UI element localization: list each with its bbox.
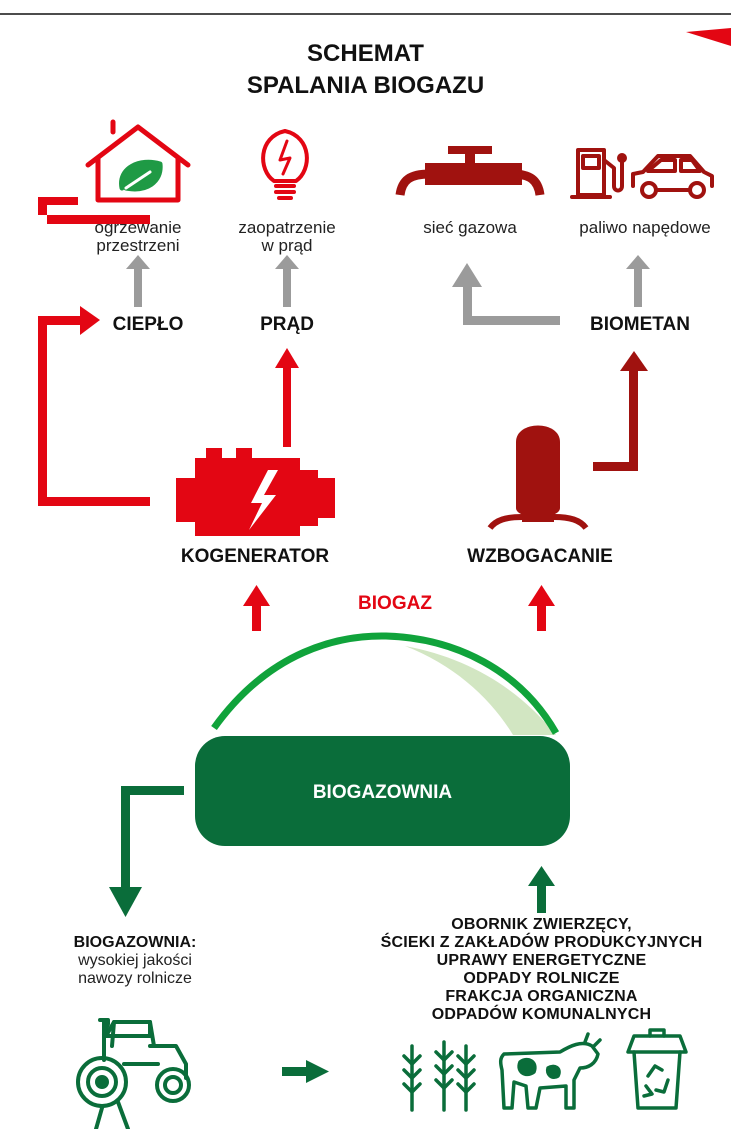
output-block: BIOGAZOWNIA: wysokiej jakości nawozy rol… bbox=[40, 934, 230, 988]
wheat-icon bbox=[402, 1040, 476, 1112]
label-upgrading: WZBOGACANIE bbox=[467, 546, 613, 567]
output-line-1: wysokiej jakości bbox=[78, 952, 192, 969]
recycle-bin-icon bbox=[626, 1028, 688, 1110]
diagram-title: SCHEMAT SPALANIA BIOGAZU bbox=[0, 38, 731, 102]
caption-power-line-2: w prąd bbox=[261, 236, 313, 255]
caption-heating: ogrzewanie przestrzeni bbox=[68, 219, 208, 255]
feedstock-list: OBORNIK ZWIERZĘCY, ŚCIEKI Z ZAKŁADÓW PRO… bbox=[352, 916, 731, 1024]
feedstock-item: ODPADY ROLNICZE bbox=[463, 970, 620, 987]
caption-gas-grid: sieć gazowa bbox=[423, 218, 517, 237]
title-line-1: SCHEMAT bbox=[307, 40, 424, 67]
caption-power: zaopatrzenie w prąd bbox=[217, 219, 357, 255]
label-power: PRĄD bbox=[260, 314, 314, 335]
cow-icon bbox=[498, 1032, 602, 1110]
label-plant: BIOGAZOWNIA bbox=[312, 782, 453, 803]
corner-tab bbox=[686, 28, 731, 46]
digester-dome bbox=[211, 632, 560, 735]
small-right-arrow bbox=[282, 1060, 329, 1083]
feedstock-item: OBORNIK ZWIERZĘCY, bbox=[451, 916, 632, 933]
heat-arrow bbox=[38, 197, 150, 506]
gas-pipeline-icon bbox=[395, 146, 545, 196]
feedstock-item: ŚCIEKI Z ZAKŁADÓW PRODUKCYJNYCH bbox=[380, 934, 703, 951]
plant-box bbox=[195, 736, 570, 846]
label-heat: CIEPŁO bbox=[112, 314, 184, 335]
tank-icon bbox=[487, 425, 589, 530]
label-cogenerator: KOGENERATOR bbox=[180, 546, 330, 567]
output-line-2: nawozy rolnicze bbox=[78, 970, 192, 987]
engine-icon bbox=[176, 448, 335, 536]
feedstock-arrow bbox=[528, 866, 555, 913]
output-title: BIOGAZOWNIA: bbox=[73, 934, 197, 951]
house-leaf-icon bbox=[85, 119, 191, 203]
feedstock-item: ODPADÓW KOMUNALNYCH bbox=[431, 1006, 652, 1023]
title-line-2: SPALANIA BIOGAZU bbox=[246, 72, 485, 99]
feedstock-item: UPRAWY ENERGETYCZNE bbox=[436, 952, 647, 969]
caption-fuel: paliwo napędowe bbox=[579, 218, 711, 237]
fertilizer-arrow bbox=[109, 786, 184, 917]
caption-heating-line-2: przestrzeni bbox=[96, 236, 180, 255]
label-biomethane: BIOMETAN bbox=[590, 314, 690, 335]
fuel-pump-icon bbox=[570, 148, 627, 199]
lightbulb-icon bbox=[261, 129, 309, 200]
grey-arrows bbox=[126, 255, 650, 325]
feedstock-item: FRAKCJA ORGANICZNA bbox=[445, 988, 638, 1005]
power-arrow bbox=[275, 348, 299, 447]
car-icon bbox=[631, 154, 714, 199]
tractor-icon bbox=[76, 1018, 191, 1129]
label-biogas: BIOGAZ bbox=[358, 593, 432, 614]
biomethane-arrow bbox=[593, 351, 648, 471]
caption-power-line-1: zaopatrzenie bbox=[238, 218, 336, 237]
biogas-arrows bbox=[243, 585, 555, 631]
caption-heating-line-1: ogrzewanie bbox=[94, 218, 182, 237]
